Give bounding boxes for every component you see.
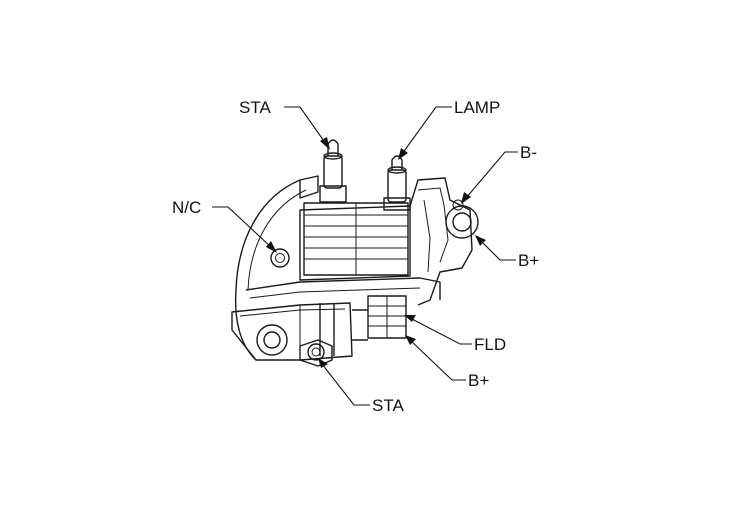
label-sta-top: STA — [239, 98, 271, 117]
leader-sta-top — [284, 106, 330, 150]
leader-b-plus-right — [475, 235, 516, 261]
b-plus-terminal-hole — [445, 205, 479, 239]
leader-b-plus-bottom — [405, 335, 466, 381]
label-b-plus-bottom: B+ — [468, 371, 489, 390]
leader-b-minus — [461, 151, 518, 204]
label-nc: N/C — [172, 198, 201, 217]
leader-lamp — [398, 106, 452, 160]
label-lamp: LAMP — [454, 98, 500, 117]
leader-nc — [212, 206, 277, 253]
lamp-stud — [383, 155, 411, 211]
regulator-body — [231, 175, 473, 367]
sta-stud-top — [319, 139, 347, 203]
label-sta-bottom: STA — [372, 396, 404, 415]
leader-fld — [404, 315, 472, 345]
label-b-minus: B- — [520, 143, 537, 162]
nc-hole — [270, 248, 290, 268]
leader-sta-bottom — [318, 358, 370, 406]
sta-hole-bottom — [307, 343, 325, 361]
base-mounting-hole — [256, 324, 288, 356]
label-fld: FLD — [474, 335, 506, 354]
label-b-plus-right: B+ — [518, 251, 539, 270]
b-minus-hole — [452, 199, 464, 211]
